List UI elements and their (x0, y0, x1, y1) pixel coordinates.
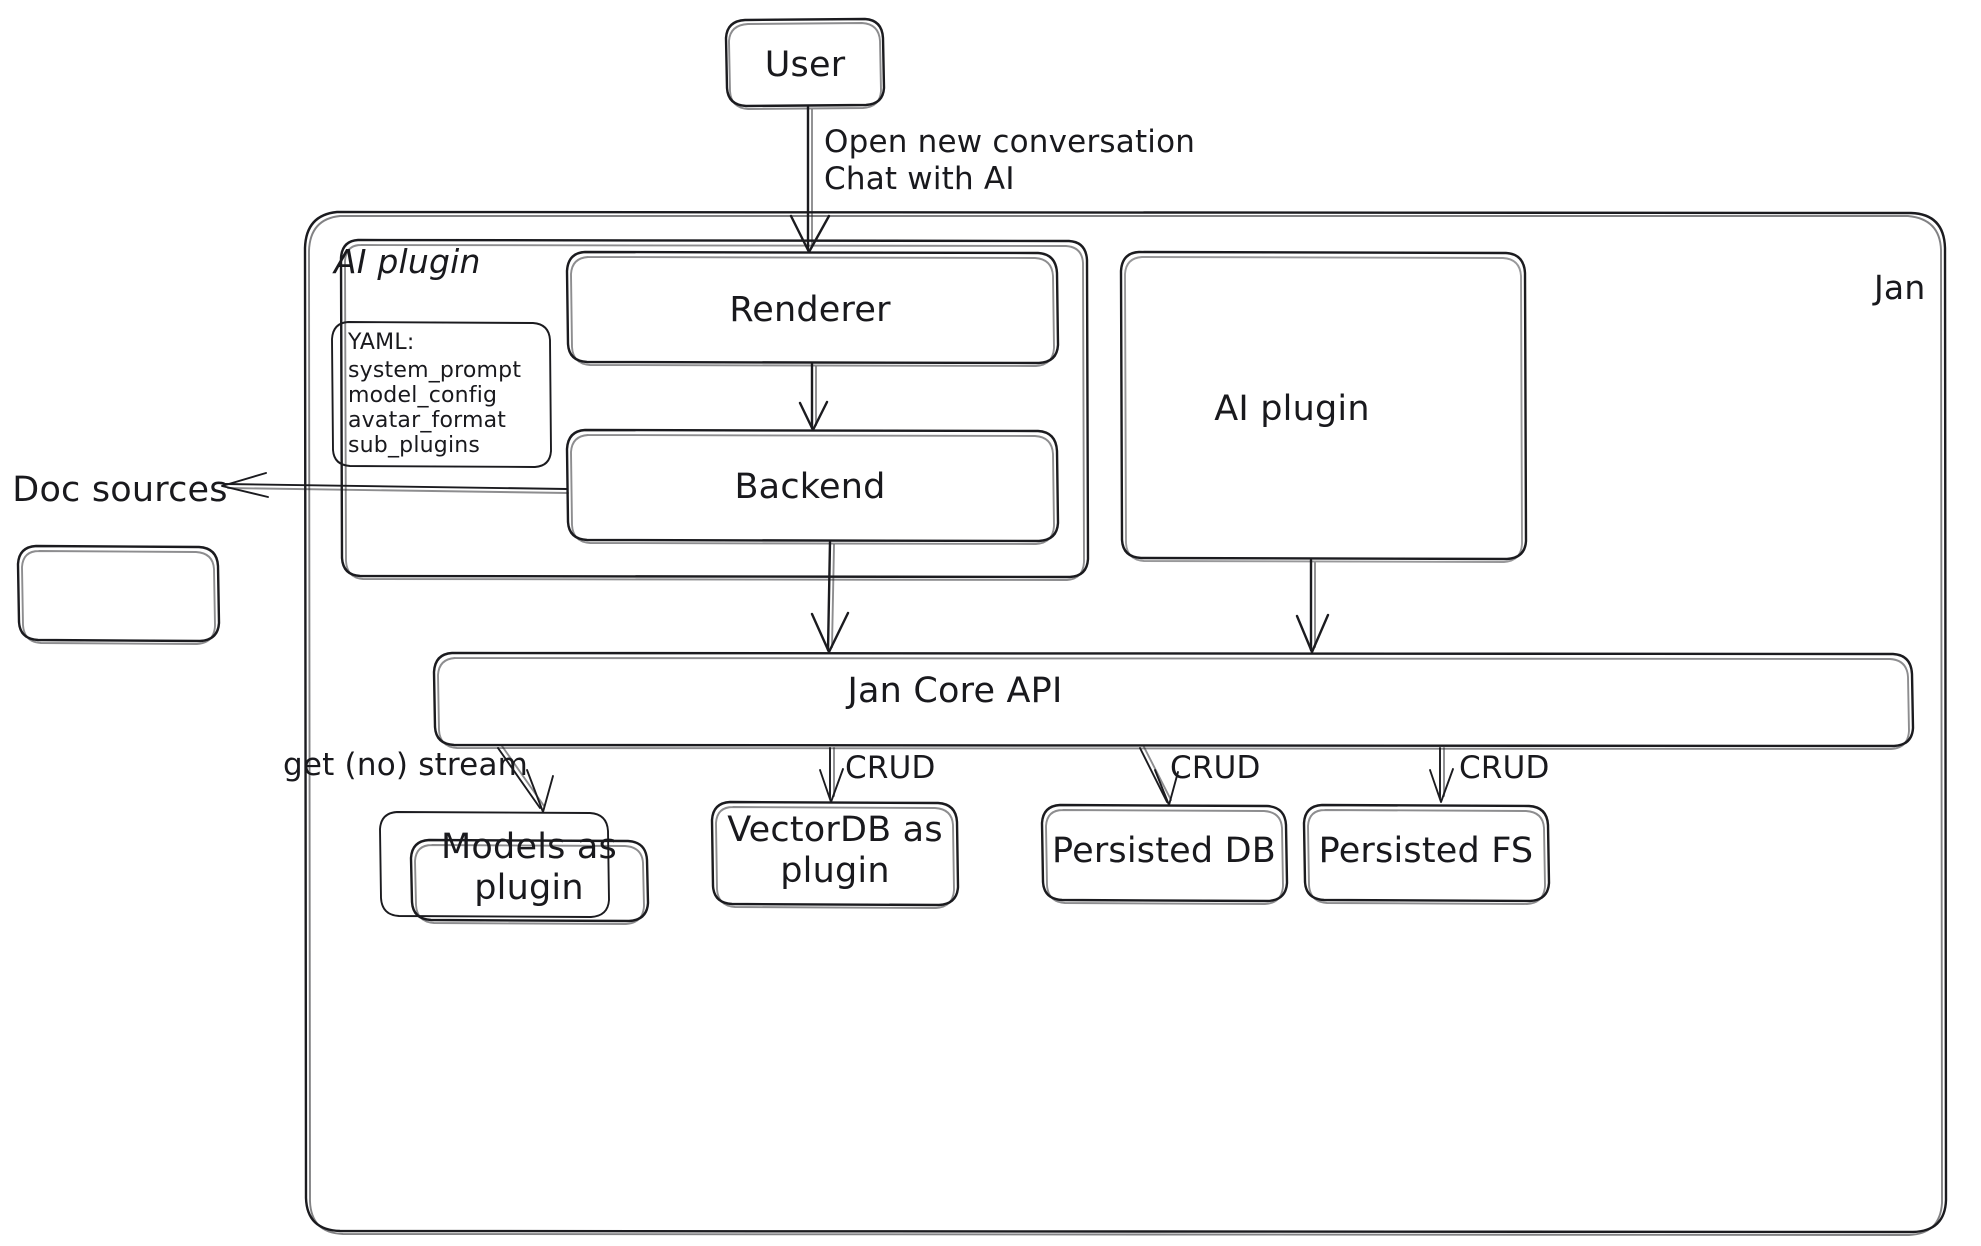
arrow-core-to-models (497, 745, 554, 813)
arrow-core-to-vectordb (819, 747, 844, 803)
backend-label: Backend (734, 467, 886, 507)
persisted-fs-box-shape[interactable] (1302, 803, 1551, 905)
yaml-box-line-1: system_prompt (348, 358, 522, 383)
edge-label-core-to-vectordb: CRUD (845, 750, 936, 786)
jan-container-label: Jan (1874, 268, 1926, 307)
edge-label-user-to-renderer: Open new conversation Chat with AI (824, 124, 1196, 197)
persisted-db-label: Persisted DB (1052, 831, 1276, 871)
yaml-box-shape[interactable] (331, 321, 552, 468)
ai-plugin-group-label: AI plugin (334, 242, 481, 281)
edge-label-core-to-persisted-db: CRUD (1170, 750, 1261, 786)
ai-plugin-right-box-shape[interactable] (1119, 250, 1528, 563)
doc-sources-box-shape[interactable] (16, 544, 221, 645)
persisted-fs-label: Persisted FS (1318, 831, 1534, 871)
vectordb-as-plugin-label: VectorDB as plugin (727, 810, 943, 892)
jan-core-api-label: Jan Core API (847, 671, 1063, 711)
arrow-user-to-renderer (789, 105, 831, 254)
arrow-backend-to-core (810, 540, 850, 654)
arrow-renderer-to-backend (798, 362, 829, 432)
renderer-label: Renderer (729, 290, 891, 330)
doc-sources-label: Doc sources (12, 470, 228, 510)
user-label: User (764, 45, 846, 85)
arrow-ai-plugin-right-to-core (1295, 558, 1330, 654)
persisted-db-box-shape[interactable] (1040, 803, 1289, 905)
arrow-core-to-persisted-db (1139, 746, 1179, 806)
models-as-plugin-back-shape[interactable] (379, 811, 610, 918)
ai-plugin-right-label: AI plugin (1214, 389, 1370, 429)
user-box-shape[interactable] (724, 17, 886, 110)
arrow-core-to-persisted-fs (1429, 747, 1454, 803)
backend-box-shape[interactable] (565, 428, 1060, 545)
jan-container-shape[interactable] (303, 210, 1948, 1236)
models-as-plugin-label: Models as plugin (441, 827, 617, 909)
ai-plugin-group-shape[interactable] (339, 238, 1090, 581)
jan-core-api-box-shape[interactable] (432, 651, 1915, 750)
edge-label-core-to-models: get (no) stream (283, 747, 529, 783)
models-as-plugin-box-shape[interactable] (409, 838, 650, 925)
arrow-backend-to-doc-sources (221, 472, 569, 498)
yaml-box-line-0: YAML: (348, 330, 415, 355)
vectordb-as-plugin-box-shape[interactable] (710, 800, 960, 909)
yaml-box-line-2: model_config (348, 383, 498, 408)
renderer-box-shape[interactable] (565, 250, 1060, 367)
edge-label-core-to-persisted-fs: CRUD (1459, 750, 1550, 786)
yaml-box-line-3: avatar_format (348, 408, 507, 433)
yaml-box-line-4: sub_plugins (348, 433, 481, 458)
